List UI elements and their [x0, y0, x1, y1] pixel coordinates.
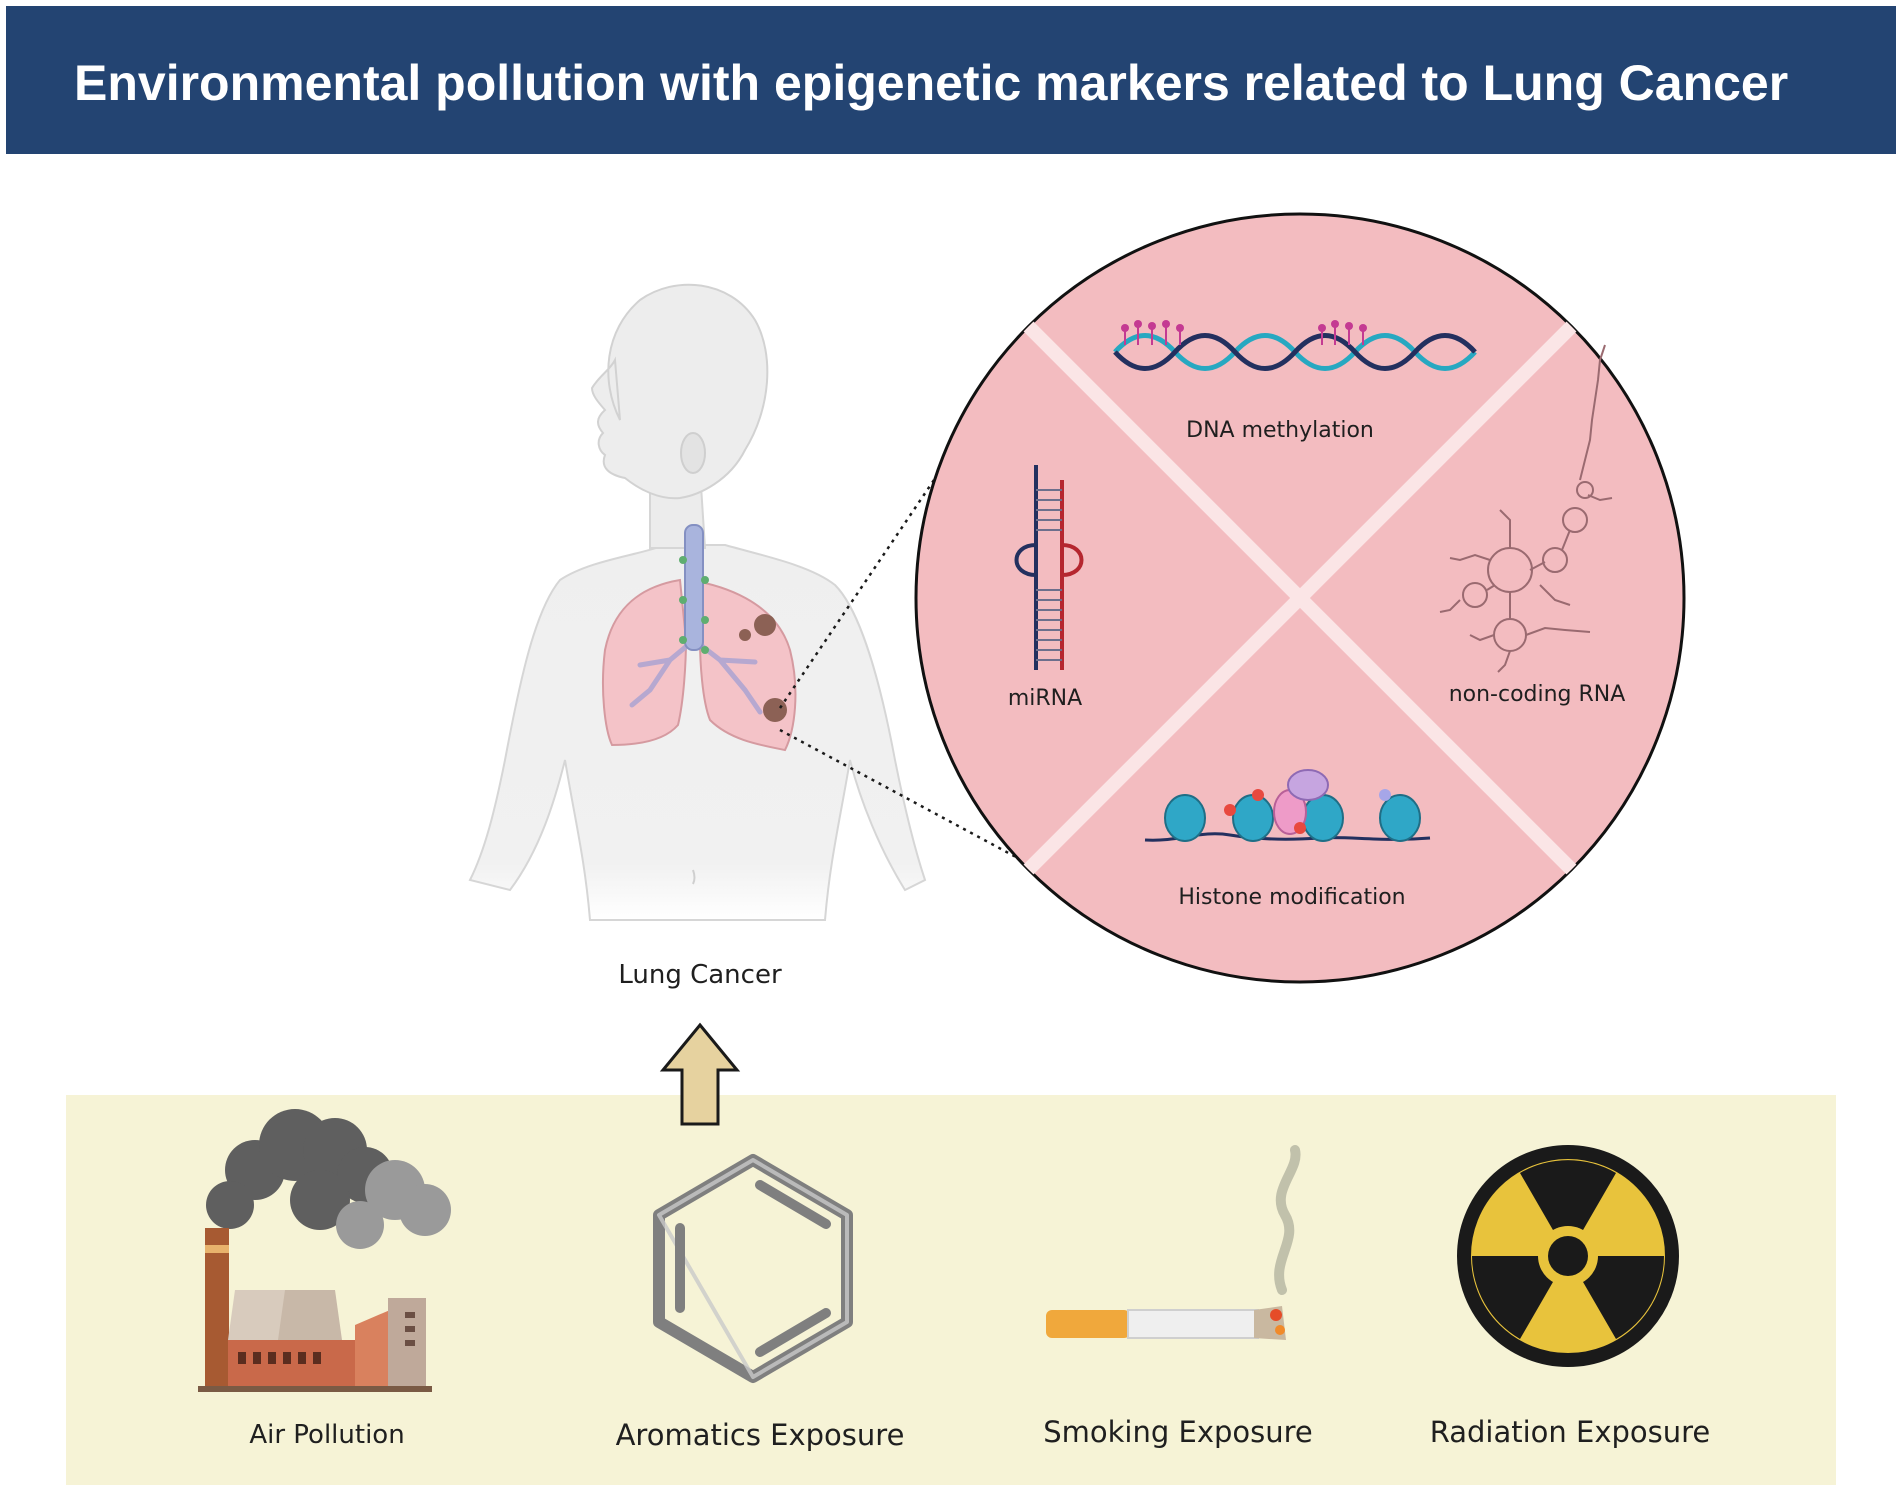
radiation-icon: [1457, 1145, 1679, 1367]
histone-modification-icon: [1144, 769, 1431, 842]
air-pollution-label: Air Pollution: [249, 1420, 405, 1450]
page-title: Environmental pollution with epigenetic …: [74, 55, 1789, 111]
noncoding-rna-label: non-coding RNA: [1448, 682, 1626, 707]
mirna-hairpin-icon: [1014, 465, 1084, 670]
mirna-label: miRNA: [1007, 686, 1083, 711]
radiation-exposure-label: Radiation Exposure: [1429, 1415, 1711, 1449]
factory-icon: [198, 1109, 451, 1392]
benzene-ring-icon: [653, 1154, 853, 1383]
human-torso-icon: [468, 283, 927, 921]
noncoding-rna-icon: [1439, 344, 1613, 673]
dna-methylation-icon: [1113, 320, 1477, 371]
title-banner: Environmental pollution with epigenetic …: [6, 6, 1896, 154]
epigenetic-markers-circle: [914, 212, 1686, 984]
lung-cancer-label: Lung Cancer: [618, 960, 782, 990]
zoom-lines: [778, 479, 1041, 872]
smoking-exposure-label: Smoking Exposure: [1043, 1415, 1313, 1449]
aromatics-exposure-label: Aromatics Exposure: [615, 1418, 905, 1452]
dna-methylation-label: DNA methylation: [1186, 418, 1374, 443]
histone-modification-label: Histone modification: [1178, 885, 1406, 910]
cause-arrow-icon: [659, 1022, 741, 1126]
cigarette-icon: [1046, 1145, 1301, 1340]
